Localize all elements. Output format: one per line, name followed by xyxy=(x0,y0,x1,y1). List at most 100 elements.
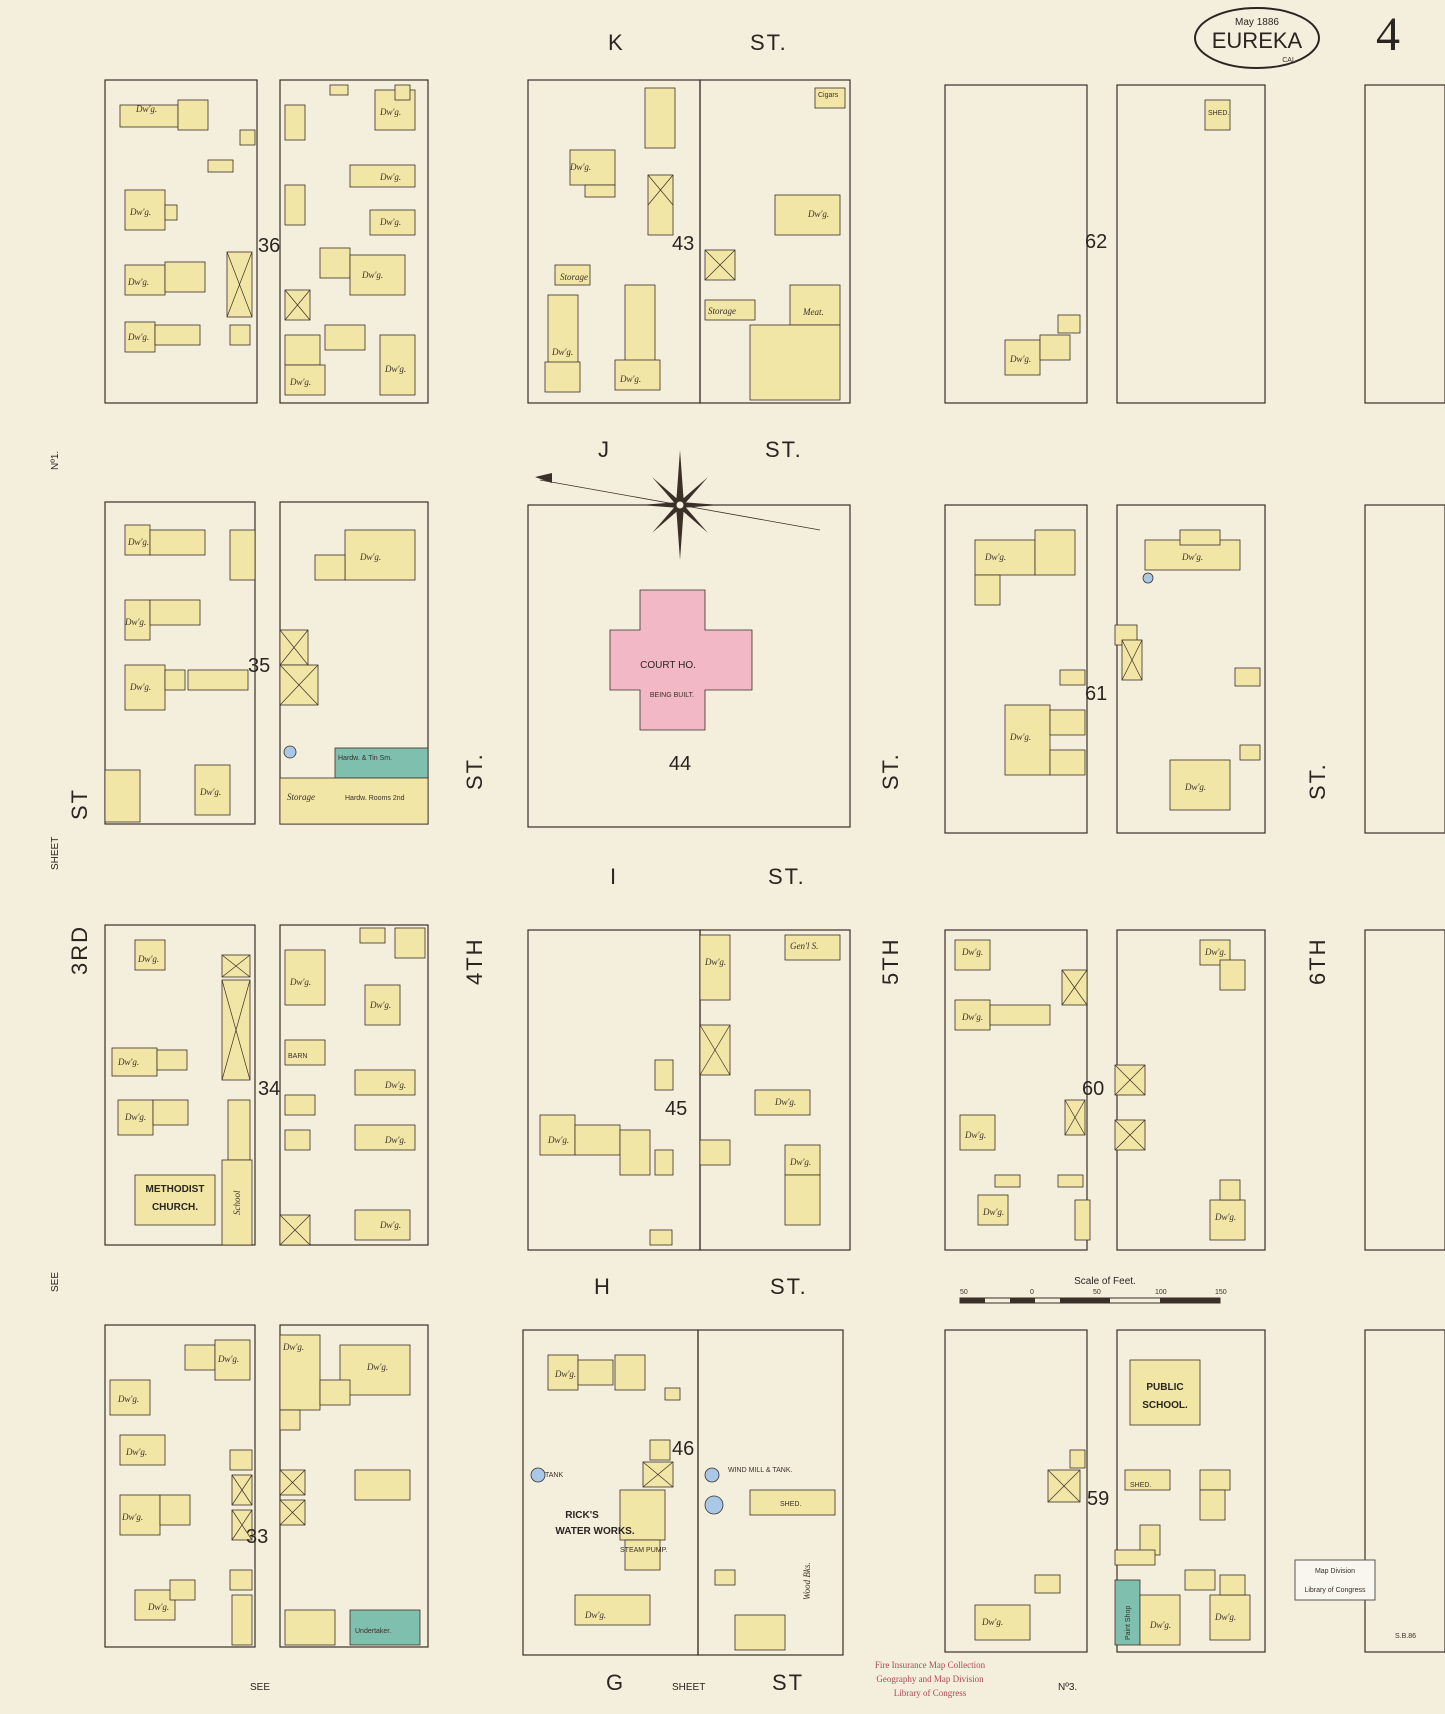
paint-shop-label: Paint Shop xyxy=(1125,1606,1132,1640)
svg-text:Meat.: Meat. xyxy=(802,307,824,317)
svg-text:Dw'g.: Dw'g. xyxy=(137,954,159,964)
svg-text:Dw'g.: Dw'g. xyxy=(807,209,829,219)
street-5th-st: ST. xyxy=(878,752,903,790)
methodist-church-label-1: METHODIST xyxy=(146,1184,205,1195)
svg-text:Dw'g.: Dw'g. xyxy=(1214,1212,1236,1222)
svg-text:Dw'g.: Dw'g. xyxy=(282,1342,304,1352)
svg-text:Dw'g.: Dw'g. xyxy=(379,217,401,227)
svg-text:Dw'g.: Dw'g. xyxy=(125,1447,147,1457)
svg-text:Dw'g.: Dw'g. xyxy=(551,347,573,357)
see-note-left: SEE xyxy=(50,1272,61,1292)
street-h-st: ST. xyxy=(770,1274,808,1299)
street-j-st: ST. xyxy=(765,437,803,462)
svg-text:Dw'g.: Dw'g. xyxy=(384,1135,406,1145)
water-works-label-1: RICK'S xyxy=(565,1510,599,1521)
svg-text:Hardw. & Tin Sm.: Hardw. & Tin Sm. xyxy=(338,755,392,762)
svg-text:Dw'g.: Dw'g. xyxy=(981,1617,1003,1627)
svg-text:0: 0 xyxy=(1030,1289,1034,1296)
svg-text:100: 100 xyxy=(1155,1289,1167,1296)
court-house-label: COURT HO. xyxy=(640,660,696,671)
svg-text:Library of Congress: Library of Congress xyxy=(1304,1587,1366,1594)
svg-text:Dw'g.: Dw'g. xyxy=(366,1362,388,1372)
svg-text:Dw'g.: Dw'g. xyxy=(361,270,383,280)
wind-mill-label: WIND MILL & TANK. xyxy=(728,1467,792,1474)
street-k-label: K xyxy=(608,30,625,55)
svg-text:Dw'g.: Dw'g. xyxy=(127,537,149,547)
svg-text:Dw'g.: Dw'g. xyxy=(961,1012,983,1022)
svg-text:Dw'g.: Dw'g. xyxy=(379,172,401,182)
svg-text:Dw'g.: Dw'g. xyxy=(124,1112,146,1122)
corner-note: S.B.86 xyxy=(1395,1633,1416,1640)
sheet-no1-note: Nº1. xyxy=(50,451,61,470)
methodist-church-label-2: CHURCH. xyxy=(152,1202,198,1213)
block-33: Dw'g. Dw'g. Dw'g. Dw'g. Dw'g. Dw'g. Dw'g… xyxy=(104,1324,429,1648)
svg-text:Geography and Map Division: Geography and Map Division xyxy=(876,1674,984,1684)
collection-stamp: Fire Insurance Map Collection Geography … xyxy=(875,1660,986,1698)
svg-text:Dw'g.: Dw'g. xyxy=(964,1130,986,1140)
svg-text:Dw'g.: Dw'g. xyxy=(124,617,146,627)
svg-text:Fire Insurance Map Collection: Fire Insurance Map Collection xyxy=(875,1660,986,1670)
svg-text:Dw'g.: Dw'g. xyxy=(135,104,157,114)
svg-text:Wood Bks.: Wood Bks. xyxy=(802,1562,812,1600)
street-h-label: H xyxy=(594,1274,612,1299)
svg-text:Dw'g.: Dw'g. xyxy=(117,1394,139,1404)
block-60: Dw'g. Dw'g. Dw'g. Dw'g. Dw'g. Dw'g. 60 xyxy=(944,929,1266,1251)
block-number-33: 33 xyxy=(246,1526,268,1548)
block-35: Dw'g. Dw'g. Dw'g. Dw'g. Dw'g. Hardw. & T… xyxy=(104,501,429,825)
svg-text:Dw'g.: Dw'g. xyxy=(369,1000,391,1010)
svg-text:Dw'g.: Dw'g. xyxy=(1214,1612,1236,1622)
svg-text:SHED.: SHED. xyxy=(1208,110,1229,117)
svg-text:Dw'g.: Dw'g. xyxy=(1009,732,1031,742)
svg-text:BARN: BARN xyxy=(288,1053,307,1060)
svg-text:Dw'g.: Dw'g. xyxy=(217,1354,239,1364)
svg-text:Dw'g.: Dw'g. xyxy=(619,374,641,384)
svg-text:Dw'g.: Dw'g. xyxy=(147,1602,169,1612)
svg-text:Dw'g.: Dw'g. xyxy=(289,377,311,387)
block-number-46: 46 xyxy=(672,1438,694,1460)
public-school-label-2: SCHOOL. xyxy=(1142,1400,1188,1411)
block-number-62: 62 xyxy=(1085,231,1107,253)
block-61: Dw'g. Dw'g. Dw'g. Dw'g. 61 xyxy=(944,504,1266,834)
block-number-44: 44 xyxy=(669,753,691,775)
block-number-60: 60 xyxy=(1082,1078,1104,1100)
svg-text:Dw'g.: Dw'g. xyxy=(1149,1620,1171,1630)
street-k-st: ST. xyxy=(750,30,788,55)
street-i-label: I xyxy=(610,864,618,889)
svg-text:Dw'g.: Dw'g. xyxy=(982,1207,1004,1217)
water-works-label-2: WATER WORKS. xyxy=(555,1526,634,1537)
sheet-no3-note: Nº3. xyxy=(1058,1682,1077,1693)
svg-text:Dw'g.: Dw'g. xyxy=(117,1057,139,1067)
svg-text:Dw'g.: Dw'g. xyxy=(199,787,221,797)
svg-text:50: 50 xyxy=(960,1289,968,1296)
street-3rd-st: ST xyxy=(67,788,92,820)
svg-text:50: 50 xyxy=(1093,1289,1101,1296)
svg-text:Dw'g.: Dw'g. xyxy=(129,682,151,692)
street-5th-label: 5TH xyxy=(878,937,903,985)
map-date: May 1886 xyxy=(1235,17,1279,28)
block-number-45: 45 xyxy=(665,1098,687,1120)
svg-text:Dw'g.: Dw'g. xyxy=(359,552,381,562)
svg-text:Dw'g.: Dw'g. xyxy=(961,947,983,957)
svg-text:150: 150 xyxy=(1215,1289,1227,1296)
svg-text:Dw'g.: Dw'g. xyxy=(984,552,1006,562)
svg-text:TANK: TANK xyxy=(545,1472,563,1479)
title-cartouche: May 1886 EUREKA CAL. xyxy=(1194,7,1320,69)
street-6th-label: 6TH xyxy=(1305,937,1330,985)
block-34: Dw'g. Dw'g. Dw'g. Dw'g. Dw'g. Dw'g. Dw'g… xyxy=(104,924,429,1246)
svg-text:Dw'g.: Dw'g. xyxy=(384,364,406,374)
svg-text:Dw'g.: Dw'g. xyxy=(774,1097,796,1107)
svg-text:Dw'g.: Dw'g. xyxy=(584,1610,606,1620)
scale-bar: Scale of Feet. 50 0 50 100 150 xyxy=(959,1276,1227,1304)
svg-text:Dw'g.: Dw'g. xyxy=(1009,354,1031,364)
street-g-label: G xyxy=(606,1670,625,1695)
svg-text:Library of Congress: Library of Congress xyxy=(894,1688,967,1698)
svg-text:Storage: Storage xyxy=(287,792,315,802)
block-number-43: 43 xyxy=(672,233,694,255)
library-stamp: Map Division Library of Congress xyxy=(1294,1559,1376,1601)
block-number-61: 61 xyxy=(1085,683,1107,705)
block-number-35: 35 xyxy=(248,655,270,677)
svg-text:Hardw. Rooms 2nd: Hardw. Rooms 2nd xyxy=(345,795,405,802)
svg-text:Dw'g.: Dw'g. xyxy=(121,1512,143,1522)
map-state: CAL. xyxy=(1282,57,1298,64)
svg-text:SHED.: SHED. xyxy=(780,1501,801,1508)
